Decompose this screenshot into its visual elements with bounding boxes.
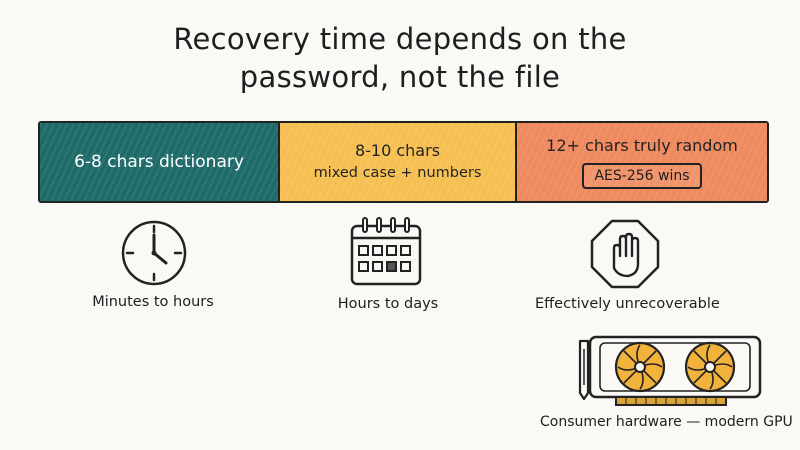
segment-random-label: 12+ chars truly random xyxy=(546,136,738,155)
gpu-card-icon xyxy=(576,333,772,411)
password-strength-bar: 6-8 chars dictionary 8-10 chars mixed ca… xyxy=(38,121,769,203)
aes-badge: AES-256 wins xyxy=(582,163,702,189)
segment-mixed-label: 8-10 chars xyxy=(354,141,441,160)
segment-mixed-sublabel: mixed case + numbers xyxy=(313,165,482,181)
page-title: Recovery time depends on the password, n… xyxy=(0,20,800,96)
segment-dictionary-label: 6-8 chars dictionary xyxy=(74,152,244,172)
title-line-2: password, not the file xyxy=(239,60,561,94)
outcome-caption-unrecoverable: Effectively unrecoverable xyxy=(535,296,720,312)
segment-mixed: 8-10 chars mixed case + numbers xyxy=(278,123,515,201)
stop-hand-icon xyxy=(589,218,661,294)
segment-random: 12+ chars truly random AES-256 wins xyxy=(515,123,767,201)
title-line-1: Recovery time depends on the xyxy=(173,22,627,56)
calendar-icon xyxy=(346,216,426,292)
clock-icon xyxy=(119,218,189,292)
outcome-caption-days: Hours to days xyxy=(337,296,439,312)
outcome-caption-minutes: Minutes to hours xyxy=(92,294,214,310)
gpu-caption: Consumer hardware — modern GPU xyxy=(540,414,793,430)
segment-dictionary: 6-8 chars dictionary xyxy=(40,123,278,201)
